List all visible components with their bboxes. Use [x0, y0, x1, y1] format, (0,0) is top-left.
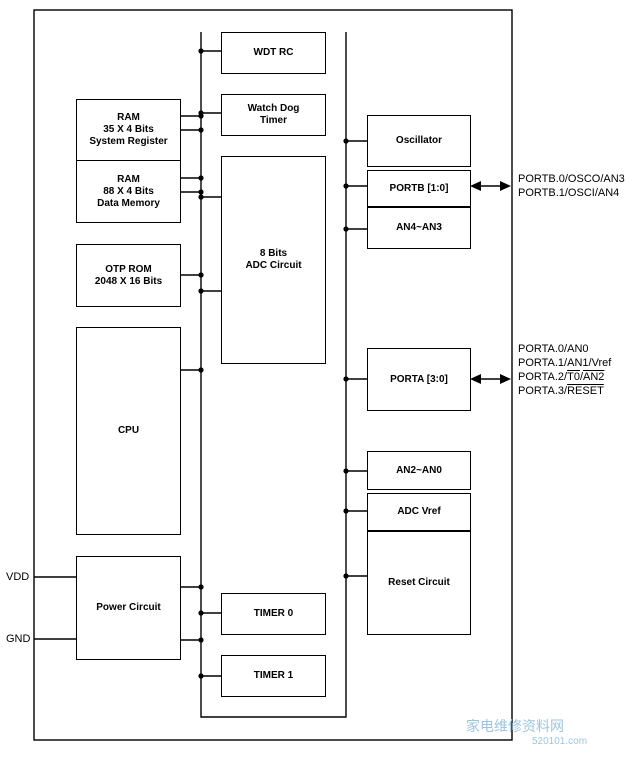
watermark: 家电维修资料网 520101.com: [466, 716, 587, 747]
portb-block: PORTB [1:0]: [367, 170, 471, 207]
watermark-sub: 520101.com: [532, 736, 588, 747]
porta2-prefix: PORTA.2/: [518, 371, 568, 383]
portb0-pin-label: PORTB.0/OSCO/AN3: [518, 173, 625, 185]
port-arrows: [470, 181, 511, 384]
watch-dog-timer-block: Watch Dog Timer: [221, 94, 326, 136]
reset-circuit-block: Reset Circuit: [367, 531, 471, 635]
timer1-block: TIMER 1: [221, 655, 326, 697]
gnd-pin-label: GND: [6, 633, 31, 645]
internal-bus: [200, 32, 347, 718]
an2-an0-block: AN2~AN0: [367, 451, 471, 490]
porta2-pin-label: PORTA.2/T0/AN2: [518, 371, 604, 384]
porta3-reset: RESET: [567, 385, 604, 397]
adc-vref-block: ADC Vref: [367, 493, 471, 531]
junction-dots: [198, 48, 349, 679]
porta3-pin-label: PORTA.3/RESET: [518, 385, 604, 398]
adc-circuit-block: 8 Bits ADC Circuit: [221, 156, 326, 364]
ram-system-register-block: RAM 35 X 4 Bits System Register: [76, 99, 181, 161]
vdd-pin-label: VDD: [6, 571, 30, 583]
porta2-separator: /: [579, 371, 584, 383]
watermark-text: 家电维修资料网: [466, 718, 564, 734]
porta3-prefix: PORTA.3/: [518, 385, 568, 397]
oscillator-block: Oscillator: [367, 115, 471, 167]
chip-boundary: [33, 9, 513, 741]
ram-data-memory-block: RAM 88 X 4 Bits Data Memory: [76, 160, 181, 223]
porta2-t0: T0: [567, 371, 580, 383]
porta2-an2: AN2: [583, 371, 605, 383]
power-circuit-block: Power Circuit: [76, 556, 181, 660]
porta-block: PORTA [3:0]: [367, 348, 471, 411]
wdt-rc-block: WDT RC: [221, 32, 326, 74]
porta0-pin-label: PORTA.0/AN0: [518, 343, 589, 355]
porta1-pin-label: PORTA.1/AN1/Vref: [518, 357, 612, 369]
timer0-block: TIMER 0: [221, 593, 326, 635]
an4-an3-block: AN4~AN3: [367, 207, 471, 249]
portb1-pin-label: PORTB.1/OSCI/AN4: [518, 187, 620, 199]
otp-rom-block: OTP ROM 2048 X 16 Bits: [76, 244, 181, 307]
cpu-block: CPU: [76, 327, 181, 535]
